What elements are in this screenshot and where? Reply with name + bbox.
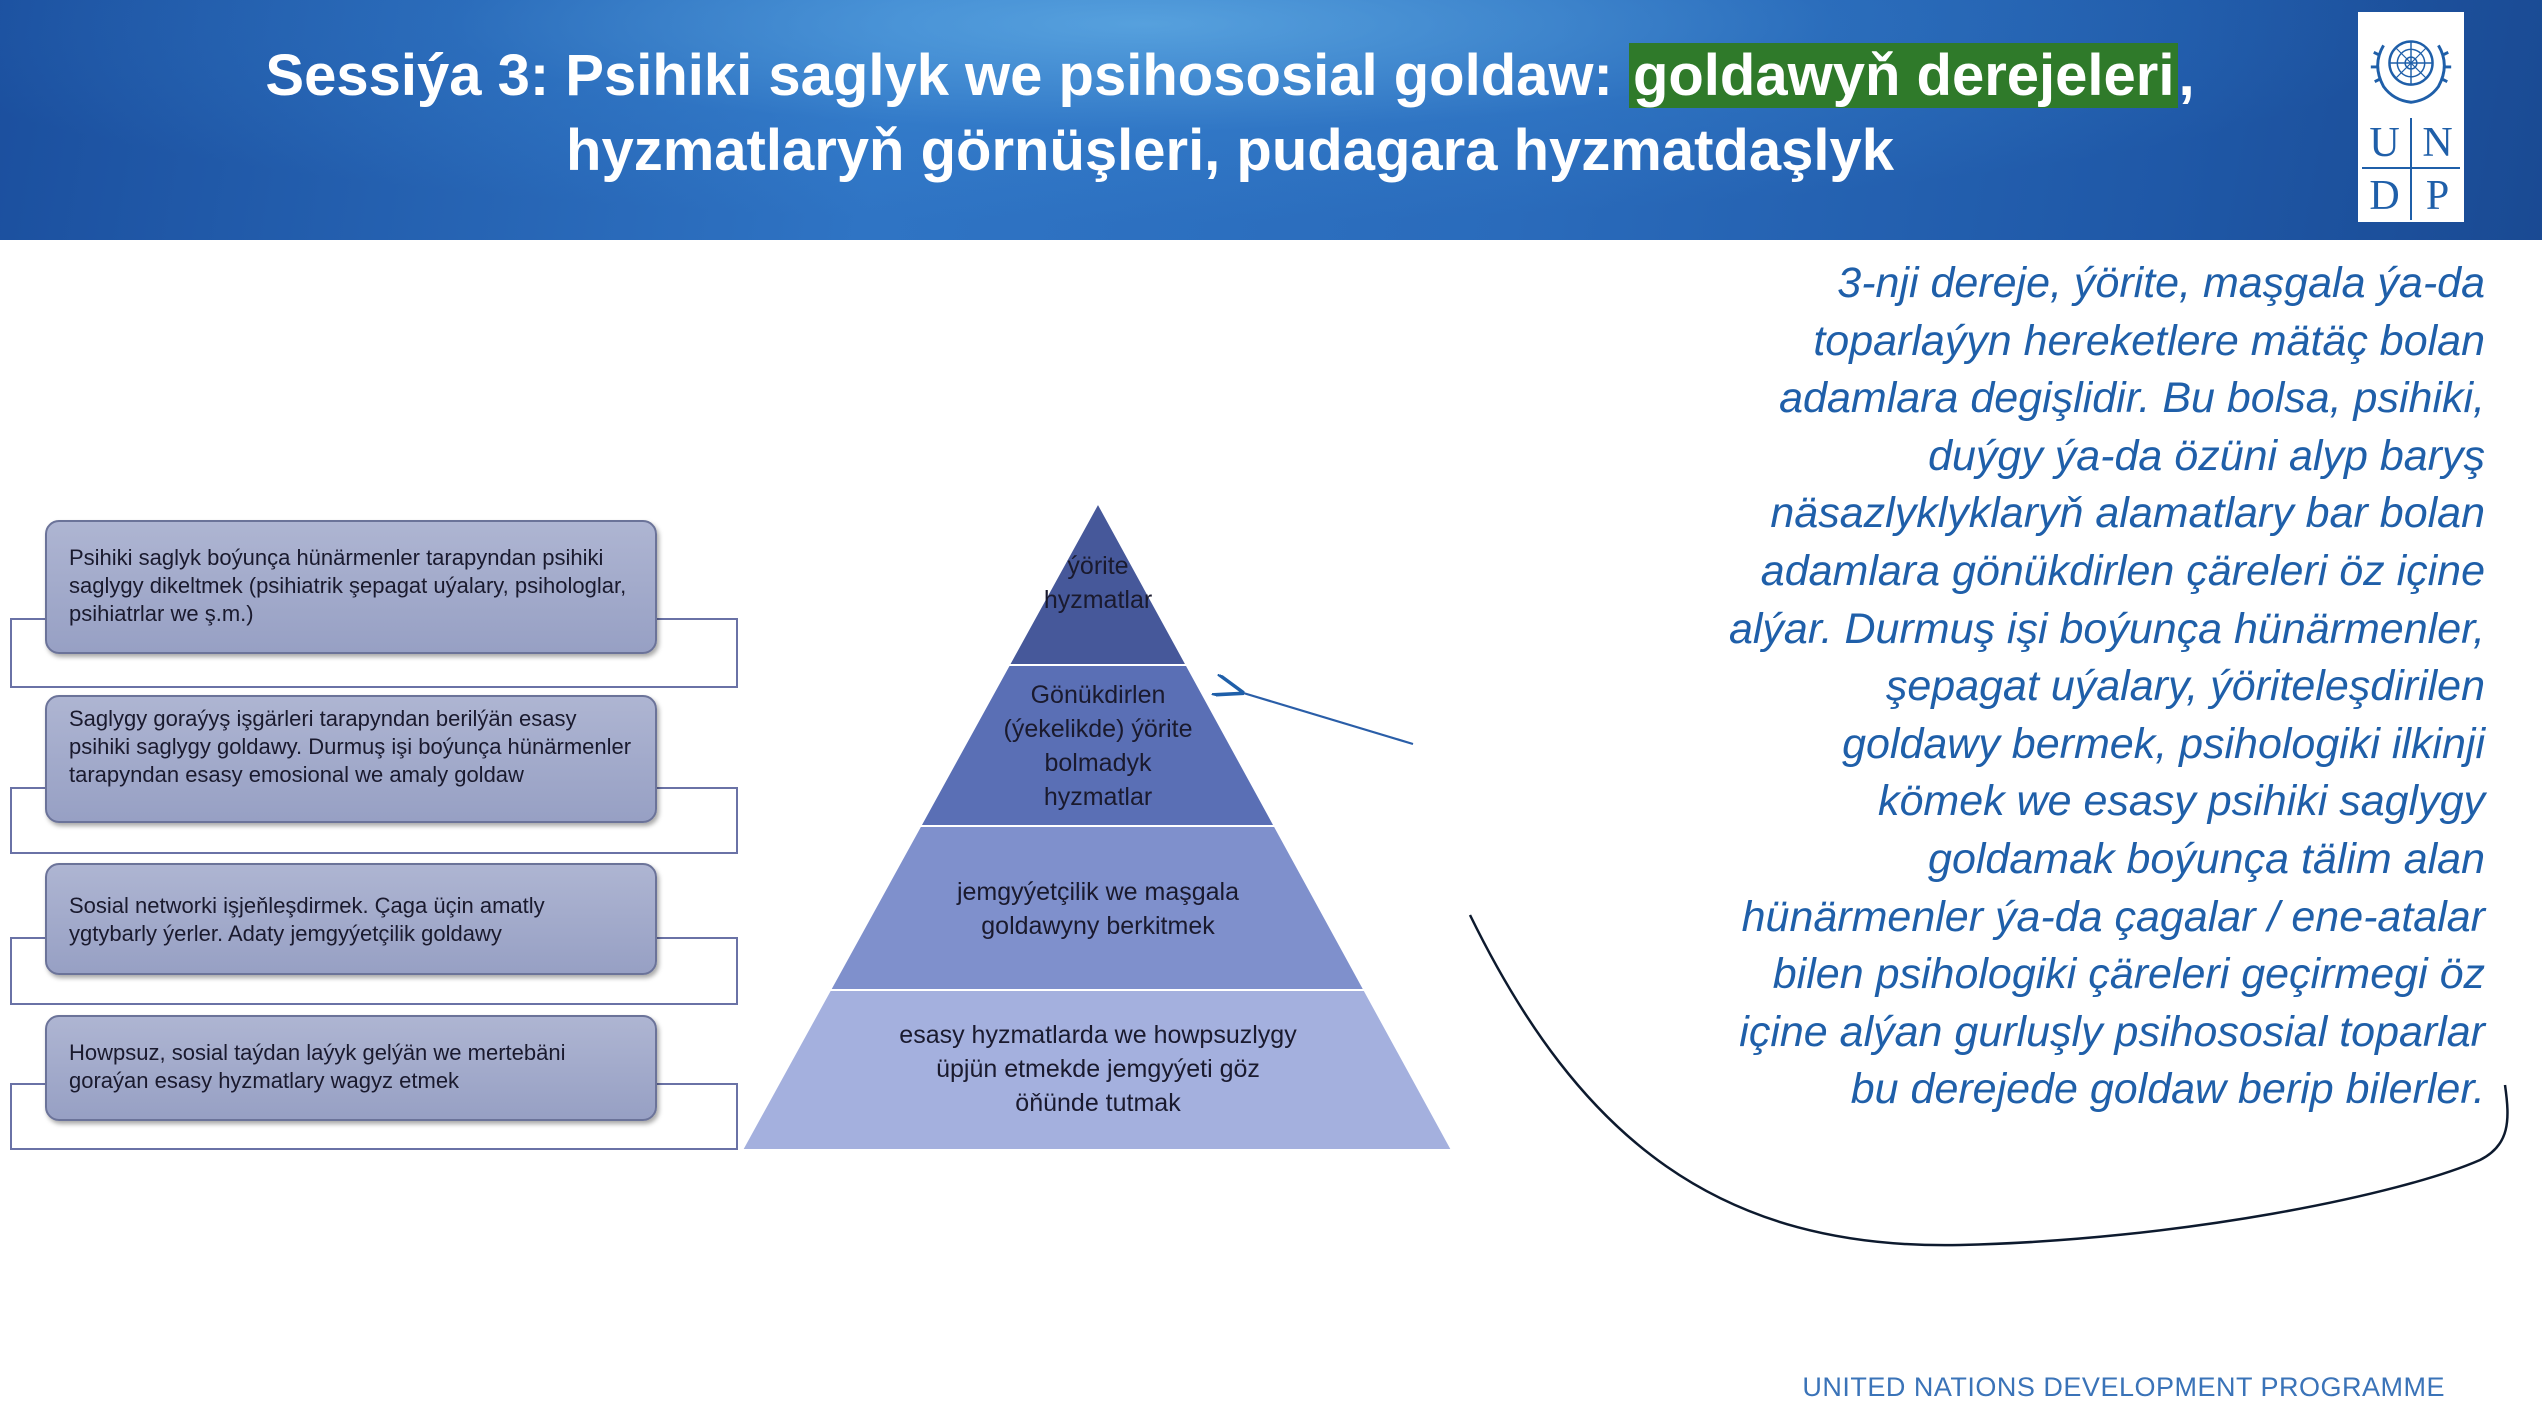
undp-logo: U N D P <box>2358 12 2464 222</box>
level-box-text: Howpsuz, sosial taýdan laýyk gelýän we m… <box>69 1040 566 1093</box>
pyramid-level-label: öňünde tutmak <box>1015 1089 1181 1117</box>
header-banner <box>0 0 2542 240</box>
curved-connector-line <box>1468 914 2509 1247</box>
logo-letter-p: P <box>2425 172 2450 219</box>
pyramid-level-label: jemgyýetçilik we maşgala <box>956 878 1239 906</box>
level-box-text: Psihiki saglyk boýunça hünärmenler tarap… <box>69 545 627 626</box>
paragraph-line: adamlara gönükdirlen çäreleri öz içine <box>1760 546 2485 595</box>
paragraph-line: duýgy ýa-da özüni alyp baryş <box>1928 431 2485 480</box>
level-description-paragraph: 3-nji dereje, ýörite, maşgala ýa-da topar… <box>1560 255 2485 1119</box>
logo-letter-n: N <box>2422 119 2453 166</box>
paragraph-line: adamlara degişlidir. Bu bolsa, psihiki, <box>1779 374 2485 423</box>
logo-letter-d: D <box>2369 172 2400 219</box>
paragraph-line: 3-nji dereje, ýörite, maşgala ýa-da <box>1837 259 2485 307</box>
pyramid-level-label: üpjün etmekde jemgyýeti göz <box>936 1055 1260 1083</box>
level-box-text: Sosial networki işjeňleşdirmek. Çaga üçi… <box>69 893 545 946</box>
paragraph-line: alýar. Durmuş işi boýunça hünärmenler, <box>1728 604 2485 653</box>
paragraph-line: içine alýan gurluşly psihososial toparla… <box>1739 1007 2485 1056</box>
paragraph-line: goldawy bermek, psihologiki ilkinji <box>1842 719 2485 768</box>
footer-organization: UNITED NATIONS DEVELOPMENT PROGRAMME <box>1802 1372 2445 1402</box>
level-box-focused: Saglygy goraýyş işgärleri tarapyndan ber… <box>45 695 657 823</box>
pyramid-level-label: ýörite <box>1067 552 1128 580</box>
pyramid-level-label: esasy hyzmatlarda we howpsuzlygy <box>899 1021 1297 1049</box>
logo-divider-horizontal <box>2362 167 2460 169</box>
pyramid-level-label: bolmadyk <box>1045 749 1152 777</box>
paragraph-line: kömek we esasy psihiki saglygy <box>1877 777 2485 826</box>
paragraph-line: bu derejede goldaw berip bilerler. <box>1850 1065 2485 1114</box>
level-box-specialized: Psihiki saglyk boýunça hünärmenler tarap… <box>45 520 657 654</box>
paragraph-line: näsazlyklyklaryň alamatlary bar bolan <box>1770 489 2485 538</box>
level-box-community: Sosial networki işjeňleşdirmek. Çaga üçi… <box>45 863 657 975</box>
pyramid-level-label: hyzmatlar <box>1044 586 1152 614</box>
pyramid-level-3 <box>828 825 1367 991</box>
pyramid-level-4 <box>740 989 1454 1151</box>
slide-title: Sessiýa 3: Psihiki saglyk we psihososial… <box>120 38 2340 188</box>
paragraph-line: bilen psihologiki çäreleri geçirmegi öz <box>1772 950 2485 999</box>
pointer-arrow <box>1240 692 1414 746</box>
paragraph-line: toparlaýyn hereketlere mätäç bolan <box>1813 316 2485 365</box>
title-part1: Sessiýa 3: Psihiki saglyk we psihososial… <box>265 43 1629 108</box>
logo-divider-vertical <box>2410 118 2412 220</box>
pyramid-level-label: Gönükdirlen <box>1031 681 1166 709</box>
level-box-text: Saglygy goraýyş işgärleri tarapyndan ber… <box>69 706 632 787</box>
pyramid-level-1 <box>1007 500 1189 666</box>
un-emblem-icon <box>2370 40 2452 104</box>
pyramid-level-label: goldawyny berkitmek <box>981 912 1215 940</box>
title-line2: hyzmatlaryň görnüşleri, pudagara hyzmatd… <box>566 118 1894 183</box>
paragraph-line: hünärmenler ýa-da çagalar / ene-atalar <box>1741 892 2485 941</box>
paragraph-line: goldamak boýunça tälim alan <box>1928 834 2485 883</box>
pyramid-level-label: hyzmatlar <box>1044 783 1152 811</box>
title-highlight: goldawyň derejeleri <box>1628 43 2179 108</box>
logo-letter-u: U <box>2369 119 2400 166</box>
pyramid-level-label: (ýekelikde) ýörite <box>1004 715 1193 743</box>
title-part2: , <box>2178 43 2195 108</box>
level-box-basic-services: Howpsuz, sosial taýdan laýyk gelýän we m… <box>45 1015 657 1121</box>
paragraph-line: şepagat uýalary, ýöriteleşdirilen <box>1885 662 2485 711</box>
